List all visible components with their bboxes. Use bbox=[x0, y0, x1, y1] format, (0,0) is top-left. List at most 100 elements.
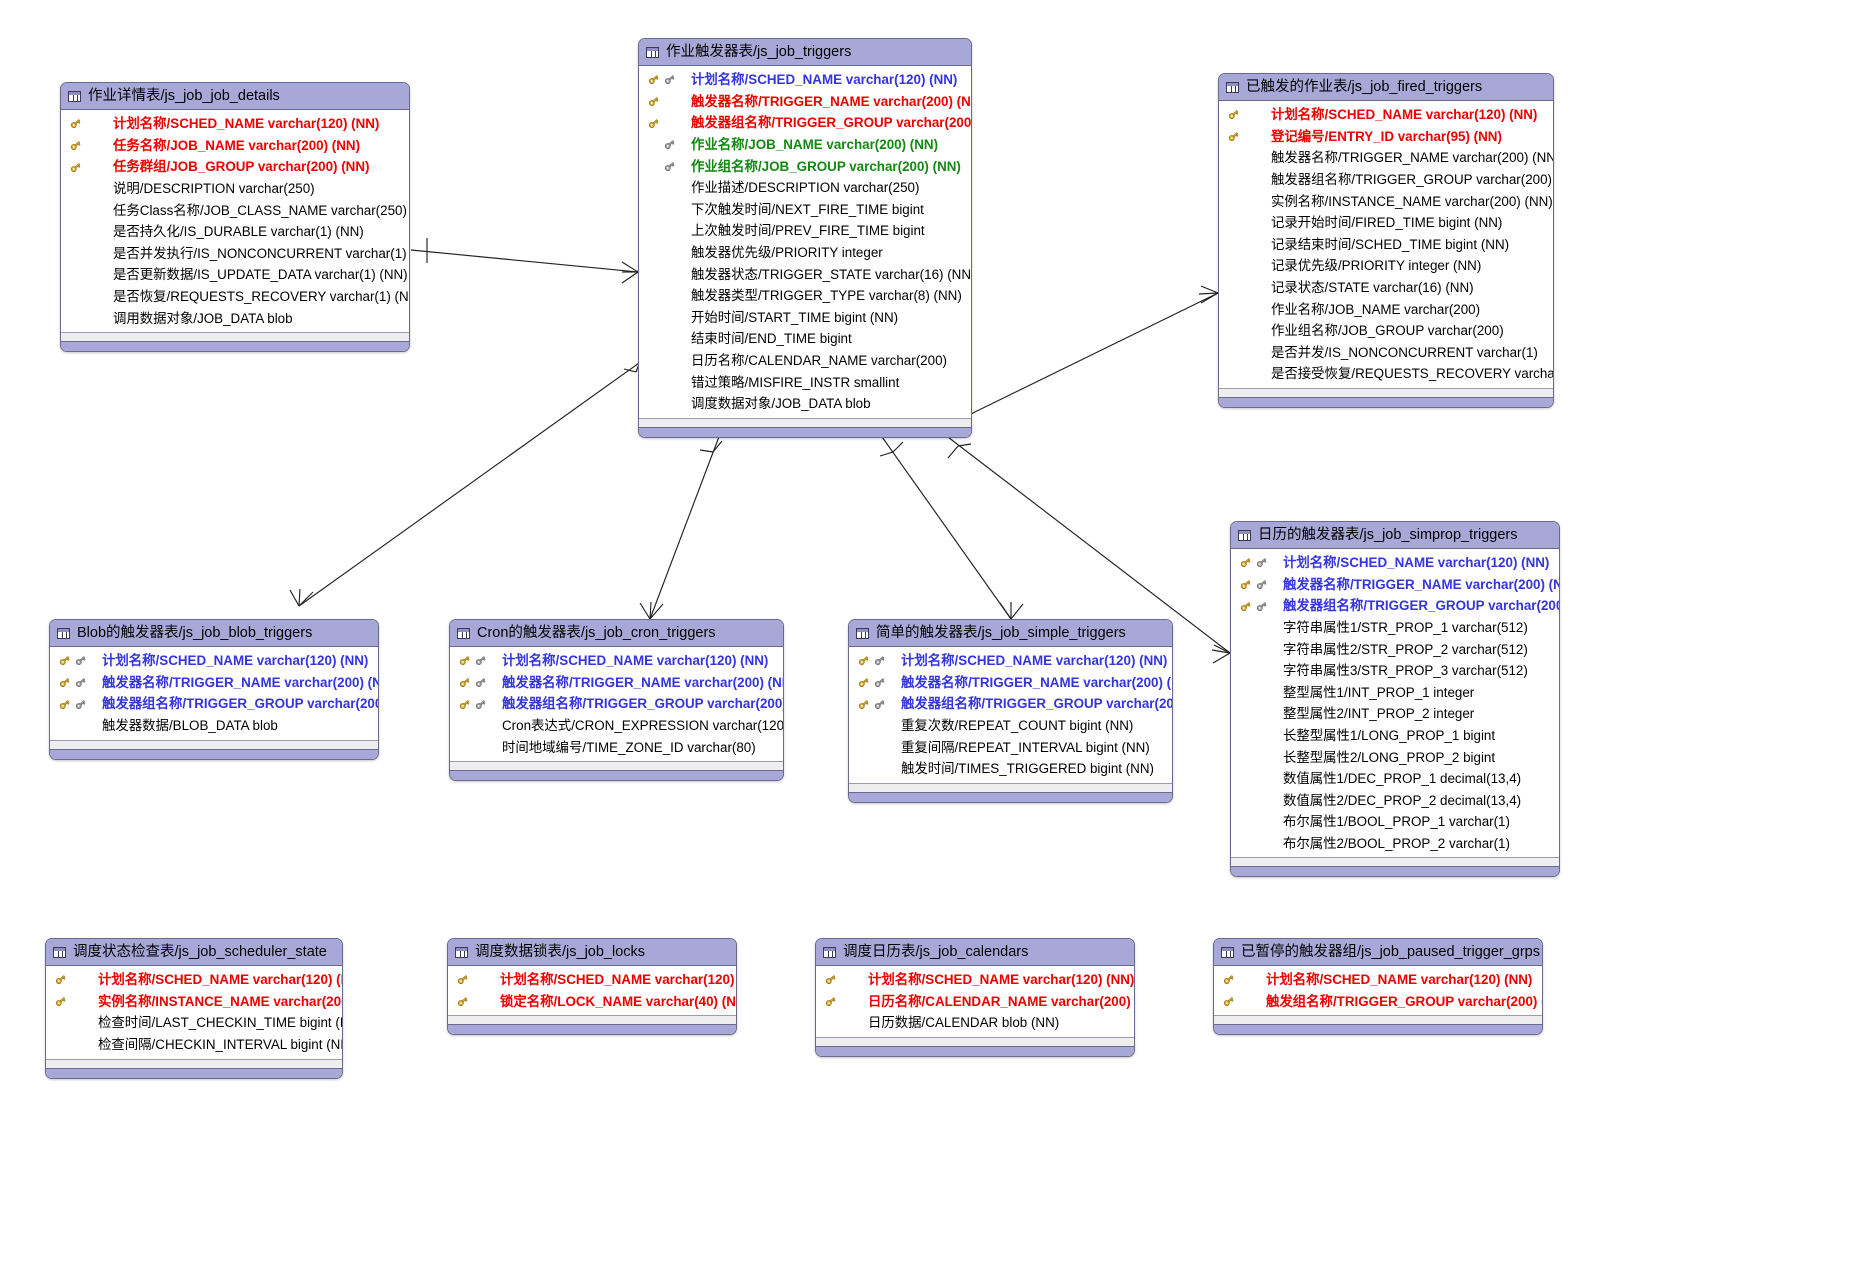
attribute-row[interactable]: 记录开始时间/FIRED_TIME bigint (NN) bbox=[1219, 212, 1553, 234]
attribute-row[interactable]: 触发器组名称/TRIGGER_GROUP varchar(200) (NN) bbox=[1219, 169, 1553, 191]
entity-header-simple_triggers[interactable]: 简单的触发器表/js_job_simple_triggers bbox=[849, 620, 1172, 648]
entity-header-blob_triggers[interactable]: Blob的触发器表/js_job_blob_triggers bbox=[50, 620, 378, 648]
attribute-row[interactable]: 计划名称/SCHED_NAME varchar(120) (NN) bbox=[450, 650, 783, 672]
attribute-row[interactable]: 作业组名称/JOB_GROUP varchar(200) bbox=[1219, 320, 1553, 342]
attribute-row[interactable]: 计划名称/SCHED_NAME varchar(120) (NN) bbox=[1214, 969, 1542, 991]
entity-header-fired_triggers[interactable]: 已触发的作业表/js_job_fired_triggers bbox=[1219, 74, 1553, 102]
entity-header-calendars[interactable]: 调度日历表/js_job_calendars bbox=[816, 939, 1134, 967]
attribute-row[interactable]: 数值属性2/DEC_PROP_2 decimal(13,4) bbox=[1231, 790, 1559, 812]
attribute-row[interactable]: 下次触发时间/NEXT_FIRE_TIME bigint bbox=[639, 199, 971, 221]
attribute-row[interactable]: 计划名称/SCHED_NAME varchar(120) (NN) bbox=[816, 969, 1134, 991]
attribute-row[interactable]: 触发器组名称/TRIGGER_GROUP varchar(200) (NN) bbox=[849, 693, 1172, 715]
attribute-row[interactable]: 检查时间/LAST_CHECKIN_TIME bigint (NN) bbox=[46, 1012, 342, 1034]
attribute-row[interactable]: 是否持久化/IS_DURABLE varchar(1) (NN) bbox=[61, 221, 409, 243]
entity-header-locks[interactable]: 调度数据锁表/js_job_locks bbox=[448, 939, 736, 967]
attribute-row[interactable]: 触发器优先级/PRIORITY integer bbox=[639, 242, 971, 264]
attribute-row[interactable]: Cron表达式/CRON_EXPRESSION varchar(120) (NN… bbox=[450, 715, 783, 737]
attribute-row[interactable]: 是否并发/IS_NONCONCURRENT varchar(1) bbox=[1219, 342, 1553, 364]
attribute-row[interactable]: 字符串属性2/STR_PROP_2 varchar(512) bbox=[1231, 639, 1559, 661]
attribute-row[interactable]: 错过策略/MISFIRE_INSTR smallint bbox=[639, 371, 971, 393]
attribute-row[interactable]: 是否并发执行/IS_NONCONCURRENT varchar(1) (NN) bbox=[61, 243, 409, 265]
attribute-row[interactable]: 长整型属性2/LONG_PROP_2 bigint bbox=[1231, 746, 1559, 768]
attribute-row[interactable]: 字符串属性1/STR_PROP_1 varchar(512) bbox=[1231, 617, 1559, 639]
attribute-row[interactable]: 整型属性1/INT_PROP_1 integer bbox=[1231, 682, 1559, 704]
attribute-row[interactable]: 触发器名称/TRIGGER_NAME varchar(200) (NN) bbox=[50, 672, 378, 694]
attribute-row[interactable]: 字符串属性3/STR_PROP_3 varchar(512) bbox=[1231, 660, 1559, 682]
attribute-row[interactable]: 布尔属性1/BOOL_PROP_1 varchar(1) bbox=[1231, 811, 1559, 833]
attribute-row[interactable]: 结束时间/END_TIME bigint bbox=[639, 328, 971, 350]
attribute-row[interactable]: 时间地域编号/TIME_ZONE_ID varchar(80) bbox=[450, 737, 783, 759]
attribute-row[interactable]: 调度数据对象/JOB_DATA blob bbox=[639, 393, 971, 415]
attribute-row[interactable]: 计划名称/SCHED_NAME varchar(120) (NN) bbox=[1231, 552, 1559, 574]
attribute-row[interactable]: 锁定名称/LOCK_NAME varchar(40) (NN) bbox=[448, 991, 736, 1013]
attribute-row[interactable]: 作业名称/JOB_NAME varchar(200) bbox=[1219, 298, 1553, 320]
attribute-row[interactable]: 触发器组名称/TRIGGER_GROUP varchar(200) (NN) bbox=[450, 693, 783, 715]
attribute-row[interactable]: 布尔属性2/BOOL_PROP_2 varchar(1) bbox=[1231, 833, 1559, 855]
attribute-row[interactable]: 重复次数/REPEAT_COUNT bigint (NN) bbox=[849, 715, 1172, 737]
attribute-row[interactable]: 触发器组名称/TRIGGER_GROUP varchar(200) (NN) bbox=[639, 112, 971, 134]
attribute-row[interactable]: 数值属性1/DEC_PROP_1 decimal(13,4) bbox=[1231, 768, 1559, 790]
attribute-row[interactable]: 触发器状态/TRIGGER_STATE varchar(16) (NN) bbox=[639, 263, 971, 285]
attribute-row[interactable]: 日历名称/CALENDAR_NAME varchar(200) bbox=[639, 350, 971, 372]
attribute-row[interactable]: 记录优先级/PRIORITY integer (NN) bbox=[1219, 255, 1553, 277]
attribute-row[interactable]: 上次触发时间/PREV_FIRE_TIME bigint bbox=[639, 220, 971, 242]
entity-header-simprop_triggers[interactable]: 日历的触发器表/js_job_simprop_triggers bbox=[1231, 522, 1559, 550]
attribute-row[interactable]: 计划名称/SCHED_NAME varchar(120) (NN) bbox=[61, 113, 409, 135]
entity-header-scheduler_state[interactable]: 调度状态检查表/js_job_scheduler_state bbox=[46, 939, 342, 967]
attribute-row[interactable]: 作业名称/JOB_NAME varchar(200) (NN) bbox=[639, 134, 971, 156]
attribute-row[interactable]: 计划名称/SCHED_NAME varchar(120) (NN) bbox=[50, 650, 378, 672]
attribute-row[interactable]: 任务名称/JOB_NAME varchar(200) (NN) bbox=[61, 135, 409, 157]
attribute-row[interactable]: 是否更新数据/IS_UPDATE_DATA varchar(1) (NN) bbox=[61, 264, 409, 286]
attribute-row[interactable]: 作业描述/DESCRIPTION varchar(250) bbox=[639, 177, 971, 199]
attribute-row[interactable]: 实例名称/INSTANCE_NAME varchar(200) (NN) bbox=[46, 991, 342, 1013]
attribute-row[interactable]: 计划名称/SCHED_NAME varchar(120) (NN) bbox=[448, 969, 736, 991]
entity-header-job_details[interactable]: 作业详情表/js_job_job_details bbox=[61, 83, 409, 111]
attribute-row[interactable]: 任务Class名称/JOB_CLASS_NAME varchar(250) (N… bbox=[61, 200, 409, 222]
entity-header-cron_triggers[interactable]: Cron的触发器表/js_job_cron_triggers bbox=[450, 620, 783, 648]
attribute-row[interactable]: 实例名称/INSTANCE_NAME varchar(200) (NN) bbox=[1219, 191, 1553, 213]
attribute-row[interactable]: 触发器名称/TRIGGER_NAME varchar(200) (NN) bbox=[450, 672, 783, 694]
attribute-row[interactable]: 作业组名称/JOB_GROUP varchar(200) (NN) bbox=[639, 156, 971, 178]
attribute-row[interactable]: 触发器名称/TRIGGER_NAME varchar(200) (NN) bbox=[639, 91, 971, 113]
attribute-row[interactable]: 说明/DESCRIPTION varchar(250) bbox=[61, 178, 409, 200]
entity-header-paused_trigger_grps[interactable]: 已暂停的触发器组/js_job_paused_trigger_grps bbox=[1214, 939, 1542, 967]
attribute-row[interactable]: 触发组名称/TRIGGER_GROUP varchar(200) (NN) bbox=[1214, 991, 1542, 1013]
attribute-row[interactable]: 触发器名称/TRIGGER_NAME varchar(200) (NN) bbox=[1231, 574, 1559, 596]
attribute-row[interactable]: 任务群组/JOB_GROUP varchar(200) (NN) bbox=[61, 156, 409, 178]
attribute-row[interactable]: 日历名称/CALENDAR_NAME varchar(200) (NN) bbox=[816, 991, 1134, 1013]
attribute-row[interactable]: 触发器数据/BLOB_DATA blob bbox=[50, 715, 378, 737]
attribute-row[interactable]: 计划名称/SCHED_NAME varchar(120) (NN) bbox=[849, 650, 1172, 672]
attribute-row[interactable]: 触发器组名称/TRIGGER_GROUP varchar(200) (NN) bbox=[1231, 595, 1559, 617]
attribute-row[interactable]: 是否接受恢复/REQUESTS_RECOVERY varchar(1) bbox=[1219, 363, 1553, 385]
attribute-row[interactable]: 开始时间/START_TIME bigint (NN) bbox=[639, 307, 971, 329]
attribute-row[interactable]: 记录结束时间/SCHED_TIME bigint (NN) bbox=[1219, 234, 1553, 256]
attribute-row[interactable]: 触发器名称/TRIGGER_NAME varchar(200) (NN) bbox=[1219, 147, 1553, 169]
attribute-row[interactable]: 触发器组名称/TRIGGER_GROUP varchar(200) (NN) bbox=[50, 693, 378, 715]
attribute-row[interactable]: 调用数据对象/JOB_DATA blob bbox=[61, 307, 409, 329]
attribute-row[interactable]: 登记编号/ENTRY_ID varchar(95) (NN) bbox=[1219, 126, 1553, 148]
attribute-row[interactable]: 记录状态/STATE varchar(16) (NN) bbox=[1219, 277, 1553, 299]
attribute-row[interactable]: 触发器名称/TRIGGER_NAME varchar(200) (NN) bbox=[849, 672, 1172, 694]
attribute-row[interactable]: 计划名称/SCHED_NAME varchar(120) (NN) bbox=[46, 969, 342, 991]
attribute-row[interactable]: 计划名称/SCHED_NAME varchar(120) (NN) bbox=[639, 69, 971, 91]
attribute-row[interactable]: 触发时间/TIMES_TRIGGERED bigint (NN) bbox=[849, 758, 1172, 780]
attribute-row[interactable]: 重复间隔/REPEAT_INTERVAL bigint (NN) bbox=[849, 737, 1172, 759]
attribute-row[interactable]: 整型属性2/INT_PROP_2 integer bbox=[1231, 703, 1559, 725]
attribute-row[interactable]: 是否恢复/REQUESTS_RECOVERY varchar(1) (NN) bbox=[61, 286, 409, 308]
attribute-row[interactable]: 触发器类型/TRIGGER_TYPE varchar(8) (NN) bbox=[639, 285, 971, 307]
attribute-row[interactable]: 长整型属性1/LONG_PROP_1 bigint bbox=[1231, 725, 1559, 747]
attribute-row[interactable]: 计划名称/SCHED_NAME varchar(120) (NN) bbox=[1219, 104, 1553, 126]
attribute-row[interactable]: 日历数据/CALENDAR blob (NN) bbox=[816, 1012, 1134, 1034]
attribute-row[interactable]: 检查间隔/CHECKIN_INTERVAL bigint (NN) bbox=[46, 1034, 342, 1056]
